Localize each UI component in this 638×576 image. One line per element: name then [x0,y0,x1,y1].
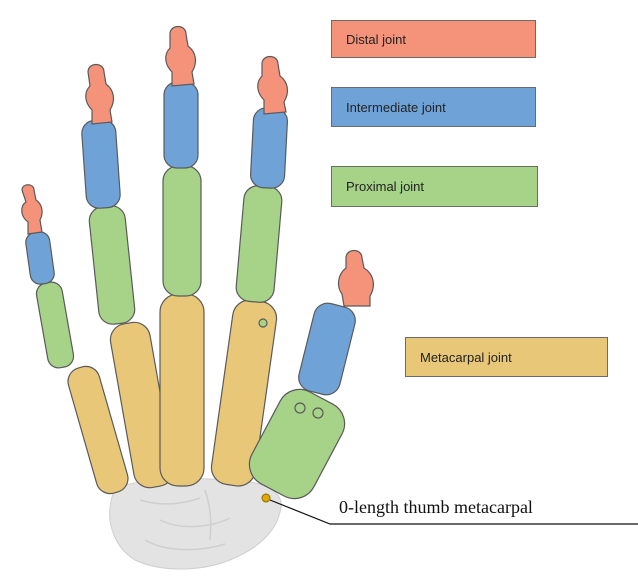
thumb-metacarpal-annotation: 0-length thumb metacarpal [339,497,533,518]
middle-finger [160,27,204,487]
legend-metacarpal-label: Metacarpal joint [420,350,512,365]
legend-distal-label: Distal joint [346,32,406,47]
legend-metacarpal-joint: Metacarpal joint [405,337,608,377]
carpal-bones [110,479,282,569]
legend-proximal-joint: Proximal joint [331,166,538,207]
legend-distal-joint: Distal joint [331,20,536,58]
legend-intermediate-label: Intermediate joint [346,100,446,115]
legend-intermediate-joint: Intermediate joint [331,87,536,127]
legend-proximal-label: Proximal joint [346,179,424,194]
thumb-metacarpal-marker [262,494,270,502]
